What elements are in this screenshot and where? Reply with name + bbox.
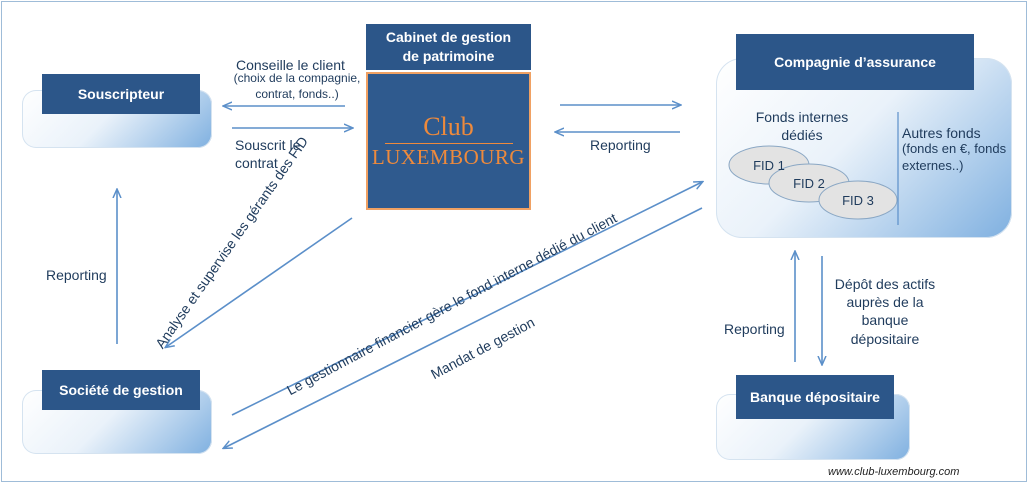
souscrit-label: Souscrit le contrat bbox=[235, 137, 301, 172]
footer-url: www.club-luxembourg.com bbox=[828, 466, 960, 478]
conseille-title: Conseille le client bbox=[236, 57, 345, 73]
autres-fonds-title: Autres fonds bbox=[902, 125, 981, 141]
arrow-gestionnaire bbox=[231, 182, 702, 416]
societe-header: Société de gestion bbox=[42, 370, 200, 410]
banque-header: Banque dépositaire bbox=[736, 375, 894, 419]
logo-rule bbox=[384, 143, 513, 144]
souscripteur-header: Souscripteur bbox=[42, 74, 200, 114]
logo-club-text: Club bbox=[423, 112, 474, 141]
fid2-label: FID 2 bbox=[793, 176, 825, 191]
fid1-label: FID 1 bbox=[753, 158, 785, 173]
depot-label: Dépôt des actifs auprès de la banque dép… bbox=[834, 276, 936, 347]
fid3-ellipse bbox=[818, 180, 898, 220]
logo-luxembourg-text: LUXEMBOURG bbox=[371, 145, 526, 169]
conseille-detail: (choix de la compagnie, contrat, fonds..… bbox=[233, 71, 361, 101]
arrow-mandat bbox=[224, 207, 703, 448]
reporting-cabinet-label: Reporting bbox=[590, 137, 651, 153]
fid3-label: FID 3 bbox=[842, 193, 874, 208]
compagnie-header: Compagnie d’assurance bbox=[736, 34, 974, 90]
club-luxembourg-logo: Club LUXEMBOURG bbox=[366, 72, 531, 210]
cabinet-header: Cabinet de gestion de patrimoine bbox=[366, 24, 531, 70]
reporting-left-label: Reporting bbox=[46, 267, 107, 283]
autres-fonds-detail: (fonds en €, fonds externes..) bbox=[902, 141, 1007, 173]
reporting-right-label: Reporting bbox=[724, 321, 785, 337]
arrow-analyse bbox=[166, 217, 353, 347]
fonds-internes-label: Fonds internes dédiés bbox=[755, 109, 849, 144]
